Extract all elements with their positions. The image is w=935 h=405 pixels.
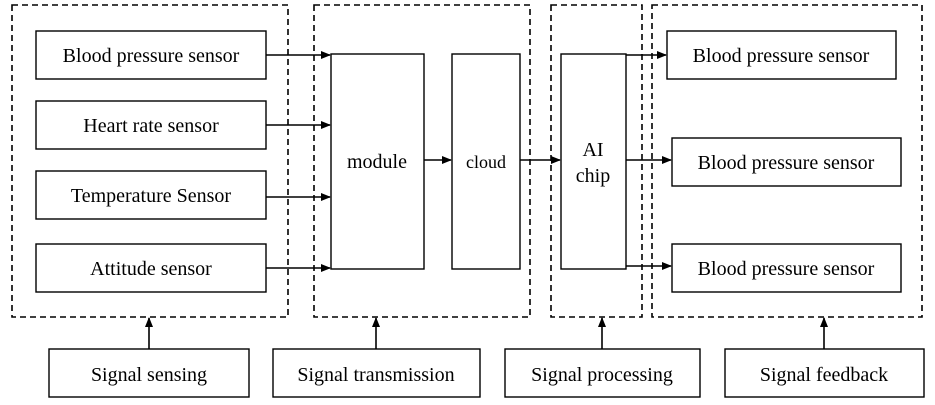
stage-label: Signal feedback <box>760 364 888 386</box>
sensor-box-blood-pressure: Blood pressure sensor <box>35 30 267 80</box>
feedback-label: Blood pressure sensor <box>693 45 870 67</box>
feedback-group <box>651 4 923 318</box>
stage-box-processing: Signal processing <box>504 348 701 398</box>
sensor-label: Blood pressure sensor <box>63 45 240 67</box>
feedback-box-1: Blood pressure sensor <box>666 30 897 80</box>
sensor-box-heart-rate: Heart rate sensor <box>35 100 267 150</box>
sensor-box-temperature: Temperature Sensor <box>35 170 267 220</box>
sensor-label: Temperature Sensor <box>71 185 232 207</box>
feedback-label: Blood pressure sensor <box>698 258 875 280</box>
cloud-box: cloud <box>451 53 521 270</box>
stage-label: Signal processing <box>531 364 673 386</box>
cloud-label: cloud <box>466 152 506 172</box>
stage-box-transmission: Signal transmission <box>272 348 481 398</box>
feedback-box-2: Blood pressure sensor <box>671 137 902 187</box>
stage-label: Signal sensing <box>91 364 207 386</box>
feedback-label: Blood pressure sensor <box>698 152 875 174</box>
ai-chip-box: AI chip <box>560 53 627 270</box>
sensor-box-attitude: Attitude sensor <box>35 243 267 293</box>
module-box: module <box>330 53 425 270</box>
stage-label: Signal transmission <box>297 364 454 386</box>
stage-box-feedback: Signal feedback <box>724 348 925 398</box>
ai-chip-label-line2: chip <box>576 165 610 187</box>
stage-box-sensing: Signal sensing <box>48 348 250 398</box>
module-label: module <box>347 151 407 173</box>
sensor-label: Heart rate sensor <box>83 115 219 137</box>
feedback-box-3: Blood pressure sensor <box>671 243 902 293</box>
sensor-label: Attitude sensor <box>90 258 212 280</box>
transmission-group <box>313 4 531 318</box>
ai-chip-label-line1: AI <box>582 139 603 161</box>
